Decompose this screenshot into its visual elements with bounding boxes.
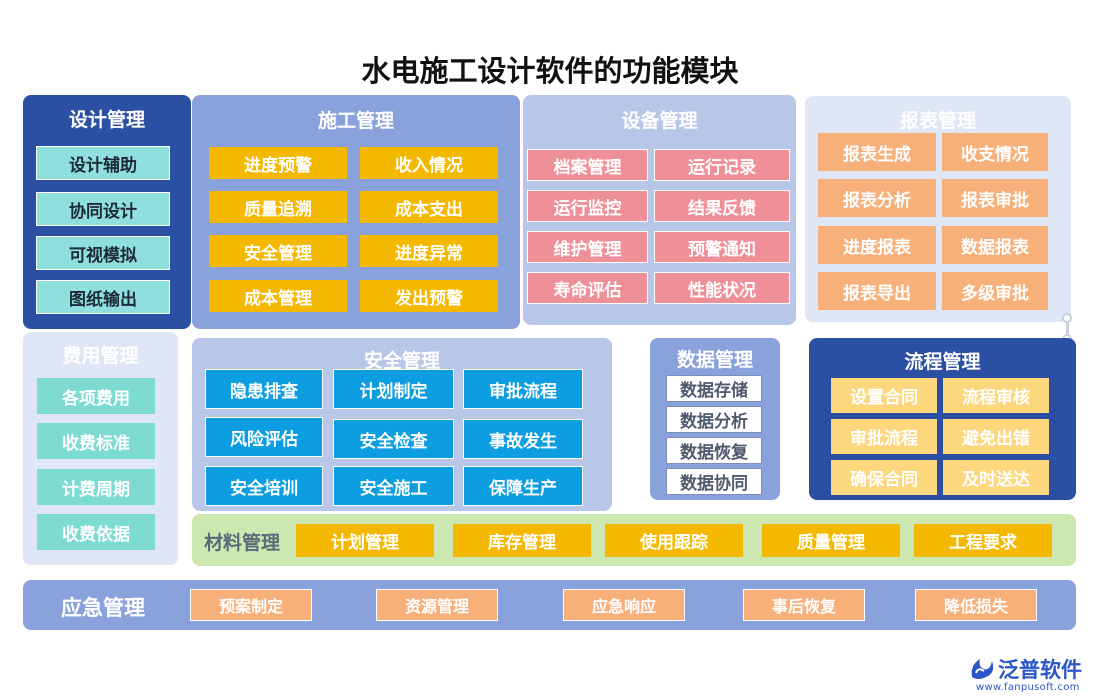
report-item: 报表分析 xyxy=(818,179,936,217)
report-item: 报表生成 xyxy=(818,133,936,171)
data-item: 数据恢复 xyxy=(666,437,762,464)
report-item: 数据报表 xyxy=(942,226,1048,264)
construction-item: 收入情况 xyxy=(360,147,498,179)
material-item: 计划管理 xyxy=(296,524,434,557)
process-title: 流程管理 xyxy=(904,351,981,373)
design-panel: 设计管理 设计辅助 协同设计 可视模拟 图纸输出 xyxy=(23,95,191,329)
process-item: 避免出错 xyxy=(943,419,1049,454)
safety-title: 安全管理 xyxy=(363,350,440,372)
report-item: 多级审批 xyxy=(942,272,1048,310)
emergency-item: 降低损失 xyxy=(915,589,1037,621)
construction-item: 成本支出 xyxy=(360,191,498,223)
fee-item: 收费依据 xyxy=(37,514,155,550)
process-item: 设置合同 xyxy=(831,378,937,413)
brand-watermark: 泛普软件 www.fanpusoft.com xyxy=(968,652,1094,698)
process-item: 审批流程 xyxy=(831,419,937,454)
design-item: 可视模拟 xyxy=(36,236,170,270)
brand-url: www.fanpusoft.com xyxy=(976,682,1080,693)
fees-title: 费用管理 xyxy=(62,345,139,367)
process-item: 确保合同 xyxy=(831,460,937,495)
emergency-item: 预案制定 xyxy=(190,589,312,621)
emergency-panel: 应急管理 预案制定 资源管理 应急响应 事后恢复 降低损失 xyxy=(23,580,1076,630)
connector-line xyxy=(1066,318,1069,340)
data-item: 数据协同 xyxy=(666,468,762,495)
construction-item: 进度异常 xyxy=(360,235,498,267)
construction-panel: 施工管理 进度预警 收入情况 质量追溯 成本支出 安全管理 进度异常 成本管理 … xyxy=(192,95,520,329)
material-item: 使用跟踪 xyxy=(605,524,743,557)
safety-item: 隐患排查 xyxy=(205,369,323,409)
equipment-item: 预警通知 xyxy=(654,231,790,263)
connector-dot xyxy=(1062,313,1072,323)
process-item: 流程审核 xyxy=(943,378,1049,413)
safety-item: 风险评估 xyxy=(205,417,323,457)
report-item: 进度报表 xyxy=(818,226,936,264)
brand-name: 泛普软件 xyxy=(998,658,1082,682)
process-panel: 流程管理 设置合同 流程审核 审批流程 避免出错 确保合同 及时送达 xyxy=(809,338,1076,500)
equipment-panel: 设备管理 档案管理 运行记录 运行监控 结果反馈 维护管理 预警通知 寿命评估 … xyxy=(523,95,796,325)
brand-logo-icon xyxy=(971,659,994,679)
reports-panel: 报表管理 报表生成 收支情况 报表分析 报表审批 进度报表 数据报表 报表导出 … xyxy=(805,96,1071,322)
construction-item: 成本管理 xyxy=(209,280,347,312)
safety-item: 审批流程 xyxy=(463,369,583,409)
data-title: 数据管理 xyxy=(676,349,753,371)
fee-item: 收费标准 xyxy=(37,423,155,459)
process-item: 及时送达 xyxy=(943,460,1049,495)
equipment-item: 档案管理 xyxy=(527,149,648,181)
materials-panel: 材料管理 计划管理 库存管理 使用跟踪 质量管理 工程要求 xyxy=(192,514,1076,566)
report-item: 报表导出 xyxy=(818,272,936,310)
fee-item: 各项费用 xyxy=(37,378,155,414)
safety-item: 安全培训 xyxy=(205,466,323,506)
reports-title: 报表管理 xyxy=(899,110,976,132)
fees-panel: 费用管理 各项费用 收费标准 计费周期 收费依据 xyxy=(23,332,178,565)
safety-panel: 安全管理 隐患排查 计划制定 审批流程 风险评估 安全检查 事故发生 安全培训 … xyxy=(192,338,612,511)
safety-item: 安全检查 xyxy=(333,419,454,459)
emergency-title: 应急管理 xyxy=(61,596,145,620)
safety-item: 事故发生 xyxy=(463,419,583,459)
safety-item: 安全施工 xyxy=(333,466,454,506)
safety-item: 保障生产 xyxy=(463,466,583,506)
data-panel: 数据管理 数据存储 数据分析 数据恢复 数据协同 xyxy=(650,338,780,500)
materials-title: 材料管理 xyxy=(204,532,281,554)
design-item: 设计辅助 xyxy=(36,146,170,180)
emergency-item: 事后恢复 xyxy=(743,589,865,621)
equipment-item: 寿命评估 xyxy=(527,272,648,304)
equipment-item: 运行监控 xyxy=(527,190,648,222)
page-title: 水电施工设计软件的功能模块 xyxy=(361,54,739,88)
construction-item: 进度预警 xyxy=(209,147,347,179)
report-item: 收支情况 xyxy=(942,133,1048,171)
emergency-item: 应急响应 xyxy=(563,589,685,621)
equipment-item: 维护管理 xyxy=(527,231,648,263)
equipment-item: 运行记录 xyxy=(654,149,790,181)
construction-title: 施工管理 xyxy=(317,110,394,132)
fee-item: 计费周期 xyxy=(37,469,155,505)
emergency-item: 资源管理 xyxy=(376,589,498,621)
equipment-item: 结果反馈 xyxy=(654,190,790,222)
construction-item: 质量追溯 xyxy=(209,191,347,223)
material-item: 质量管理 xyxy=(762,524,900,557)
report-item: 报表审批 xyxy=(942,179,1048,217)
material-item: 工程要求 xyxy=(914,524,1052,557)
safety-item: 计划制定 xyxy=(333,369,454,409)
construction-item: 安全管理 xyxy=(209,235,347,267)
design-title: 设计管理 xyxy=(68,109,145,131)
design-item: 协同设计 xyxy=(36,192,170,226)
data-item: 数据分析 xyxy=(666,406,762,433)
data-item: 数据存储 xyxy=(666,375,762,402)
equipment-item: 性能状况 xyxy=(654,272,790,304)
equipment-title: 设备管理 xyxy=(621,110,698,132)
design-item: 图纸输出 xyxy=(36,280,170,314)
material-item: 库存管理 xyxy=(453,524,591,557)
construction-item: 发出预警 xyxy=(360,280,498,312)
